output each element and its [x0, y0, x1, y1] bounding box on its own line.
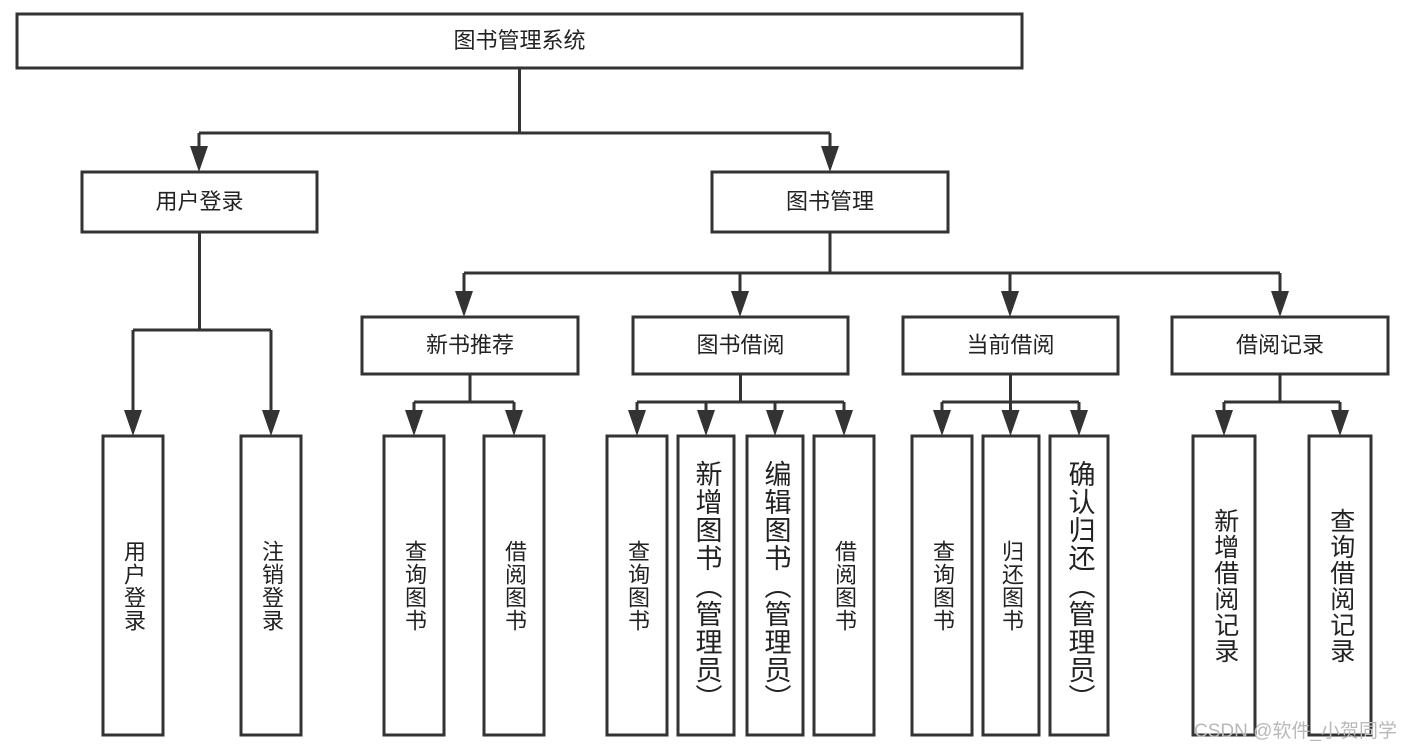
leaf-nbr-borrow-book[interactable]: [482, 434, 546, 737]
arrow-leaf-br-1: [1215, 410, 1233, 436]
arrow-leaf-bb-3: [766, 410, 784, 436]
leaf-br-query-record[interactable]: [1307, 434, 1373, 737]
arrow-leaf-bb-4: [835, 410, 853, 436]
leaf-user-login-user-login[interactable]: [101, 434, 165, 737]
arrow-to-book-borrow: [731, 291, 749, 317]
leaf-cb-confirm-return-admin[interactable]: [1048, 434, 1110, 737]
arrow-to-current-borrow: [1001, 291, 1019, 317]
arrow-leaf-cb-1: [933, 410, 951, 436]
arrow-leaf-br-2: [1331, 410, 1349, 436]
node-root-book-management-system[interactable]: [15, 12, 1024, 70]
leaf-nbr-query-book[interactable]: [382, 434, 446, 737]
arrow-leaf-cb-3: [1070, 410, 1088, 436]
arrow-leaf-nbr-2: [505, 410, 523, 436]
arrow-leaf-bb-2: [697, 410, 715, 436]
node-user-login-label: 用户登录: [155, 189, 243, 214]
leaf-bb-add-book-admin[interactable]: [676, 434, 736, 737]
node-new-book-recommend-label: 新书推荐: [426, 332, 514, 357]
arrow-to-new-book-recommend: [455, 291, 473, 317]
arrow-leaf-nbr-1: [405, 410, 423, 436]
arrow-to-book-management: [821, 146, 839, 172]
leaf-cb-return-book[interactable]: [981, 434, 1041, 737]
arrow-leaf-user-login-2: [262, 410, 280, 436]
leaf-br-add-record[interactable]: [1191, 434, 1257, 737]
node-book-management-label: 图书管理: [786, 189, 874, 214]
node-borrow-record-label: 借阅记录: [1236, 332, 1324, 357]
node-current-borrow-label: 当前借阅: [966, 332, 1054, 357]
leaf-bb-edit-book-admin[interactable]: [745, 434, 805, 737]
csdn-watermark: CSDN @软件_小贺同学: [1194, 721, 1397, 742]
node-root-label: 图书管理系统: [453, 28, 585, 53]
arrow-leaf-bb-1: [628, 410, 646, 436]
arrow-to-borrow-record: [1271, 291, 1289, 317]
leaf-bb-query-book[interactable]: [605, 434, 669, 737]
arrow-leaf-cb-2: [1001, 410, 1020, 436]
node-book-borrow-label: 图书借阅: [696, 332, 784, 357]
node-book-borrow[interactable]: [631, 315, 850, 376]
node-new-book-recommend[interactable]: [360, 315, 580, 376]
leaf-cb-query-book[interactable]: [910, 434, 974, 737]
arrow-to-user-login: [190, 146, 208, 172]
node-book-management[interactable]: [710, 170, 950, 234]
leaf-user-login-logout[interactable]: [239, 434, 303, 737]
node-borrow-record[interactable]: [1170, 315, 1390, 376]
node-current-borrow[interactable]: [901, 315, 1120, 376]
leaf-bb-borrow-book[interactable]: [812, 434, 876, 737]
arrow-leaf-user-login-1: [124, 410, 142, 436]
